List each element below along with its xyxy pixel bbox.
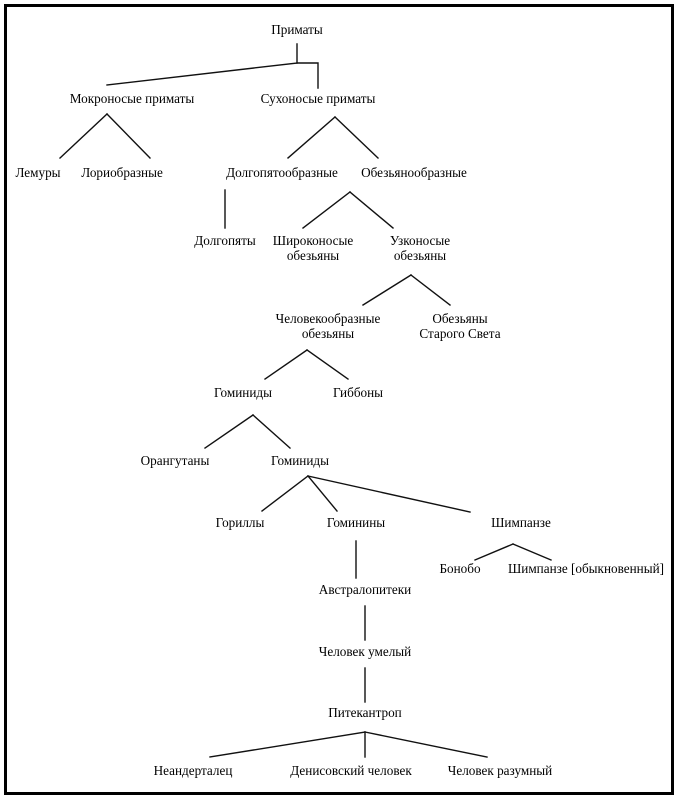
tree-edge-homininae-to-hominini <box>307 475 338 512</box>
tree-node-homininae-line-0: Гоминиды <box>271 453 329 468</box>
tree-node-lemurs-line-0: Лемуры <box>15 165 60 180</box>
tree-edges-group <box>59 43 552 758</box>
tree-node-hominidae[interactable]: Гоминиды <box>214 385 272 400</box>
tree-edge-simiiformes-to-catarrhini <box>349 191 394 229</box>
tree-edge-haplorhini-to-simiiformes <box>334 116 379 159</box>
tree-node-hominoidea-line-0: Человекообразные <box>276 311 381 326</box>
tree-node-lemurs[interactable]: Лемуры <box>15 165 60 180</box>
tree-node-catarrhini-line-0: Узконосые <box>390 233 450 248</box>
tree-node-homo_habilis[interactable]: Человек умелый <box>319 644 411 659</box>
tree-node-chimpanzees-line-0: Шимпанзе <box>491 515 551 530</box>
diagram-border <box>4 4 674 795</box>
tree-node-primates-line-0: Приматы <box>271 22 323 37</box>
tree-node-hominidae-line-0: Гоминиды <box>214 385 272 400</box>
tree-edge-primates-to-strepsirrhini <box>106 43 298 86</box>
tree-node-simiiformes[interactable]: Обезьянообразные <box>361 165 467 180</box>
tree-edge-chimpanzees-to-bonobo <box>474 543 514 561</box>
tree-node-homo_sapiens[interactable]: Человек разумный <box>448 763 552 778</box>
tree-node-australopithecus-line-0: Австралопитеки <box>319 582 411 597</box>
tree-node-gibbons[interactable]: Гиббоны <box>333 385 383 400</box>
tree-node-hominini-line-0: Гоминины <box>327 515 385 530</box>
tree-node-haplorhini[interactable]: Сухоносые приматы <box>261 91 376 106</box>
tree-edge-haplorhini-to-tarsiiformes <box>287 116 336 159</box>
tree-edge-primates-to-haplorhini <box>296 62 319 89</box>
tree-node-lorisiformes-line-0: Лориобразные <box>81 165 163 180</box>
tree-edge-pithecanthropus-to-homo_sapiens <box>364 731 488 758</box>
tree-node-gorillas-line-0: Гориллы <box>216 515 265 530</box>
tree-node-platyrrhini-line-1: обезьяны <box>287 248 339 263</box>
tree-node-cercopithecidae-line-0: Обезьяны <box>432 311 487 326</box>
tree-node-denisovan[interactable]: Денисовский человек <box>290 763 412 778</box>
tree-edge-hominidae-to-homininae <box>252 414 291 449</box>
tree-node-neanderthal-line-0: Неандерталец <box>154 763 233 778</box>
tree-edge-catarrhini-to-hominoidea <box>362 274 412 306</box>
tree-edge-simiiformes-to-platyrrhini <box>302 191 351 229</box>
tree-node-common_chimp[interactable]: Шимпанзе [обыкновенный] <box>508 561 664 576</box>
tree-node-tarsiers-line-0: Долгопяты <box>194 233 256 248</box>
tree-node-tarsiiformes-line-0: Долгопятообразные <box>226 165 338 180</box>
tree-edge-strepsirrhini-to-lorisiformes <box>106 113 151 159</box>
tree-node-strepsirrhini[interactable]: Мокроносые приматы <box>70 91 195 106</box>
tree-node-pithecanthropus[interactable]: Питекантроп <box>328 705 401 720</box>
tree-edge-catarrhini-to-cercopithecidae <box>410 274 451 306</box>
tree-node-strepsirrhini-line-0: Мокроносые приматы <box>70 91 195 106</box>
tree-node-tarsiers[interactable]: Долгопяты <box>194 233 256 248</box>
tree-node-neanderthal[interactable]: Неандерталец <box>154 763 233 778</box>
tree-edge-pithecanthropus-to-neanderthal <box>209 731 366 758</box>
tree-node-orangutans[interactable]: Орангутаны <box>141 453 210 468</box>
tree-node-gibbons-line-0: Гиббоны <box>333 385 383 400</box>
tree-edge-strepsirrhini-to-lemurs <box>59 113 108 159</box>
tree-node-orangutans-line-0: Орангутаны <box>141 453 210 468</box>
tree-node-chimpanzees[interactable]: Шимпанзе <box>491 515 551 530</box>
tree-node-cercopithecidae-line-1: Старого Света <box>419 326 500 341</box>
tree-node-bonobo-line-0: Бонобо <box>439 561 481 576</box>
tree-node-bonobo[interactable]: Бонобо <box>439 561 481 576</box>
tree-node-platyrrhini-line-0: Широконосые <box>273 233 354 248</box>
tree-edge-homininae-to-chimpanzees <box>307 475 471 513</box>
tree-node-hominoidea-line-1: обезьяны <box>302 326 354 341</box>
tree-node-lorisiformes[interactable]: Лориобразные <box>81 165 163 180</box>
tree-edge-hominidae-to-orangutans <box>204 414 254 449</box>
tree-node-hominini[interactable]: Гоминины <box>327 515 385 530</box>
tree-node-pithecanthropus-line-0: Питекантроп <box>328 705 401 720</box>
tree-node-homo_habilis-line-0: Человек умелый <box>319 644 411 659</box>
tree-node-homininae[interactable]: Гоминиды <box>271 453 329 468</box>
tree-edge-homininae-to-gorillas <box>261 475 309 512</box>
tree-edge-hominoidea-to-gibbons <box>306 349 349 380</box>
tree-node-tarsiiformes[interactable]: Долгопятообразные <box>226 165 338 180</box>
tree-node-simiiformes-line-0: Обезьянообразные <box>361 165 467 180</box>
tree-node-gorillas[interactable]: Гориллы <box>216 515 265 530</box>
tree-node-australopithecus[interactable]: Австралопитеки <box>319 582 411 597</box>
tree-node-common_chimp-line-0: Шимпанзе [обыкновенный] <box>508 561 664 576</box>
tree-node-denisovan-line-0: Денисовский человек <box>290 763 412 778</box>
tree-node-primates[interactable]: Приматы <box>271 22 323 37</box>
tree-edge-chimpanzees-to-common_chimp <box>512 543 552 561</box>
tree-node-catarrhini-line-1: обезьяны <box>394 248 446 263</box>
tree-node-haplorhini-line-0: Сухоносые приматы <box>261 91 376 106</box>
tree-node-homo_sapiens-line-0: Человек разумный <box>448 763 552 778</box>
tree-edge-hominoidea-to-hominidae <box>264 349 308 380</box>
